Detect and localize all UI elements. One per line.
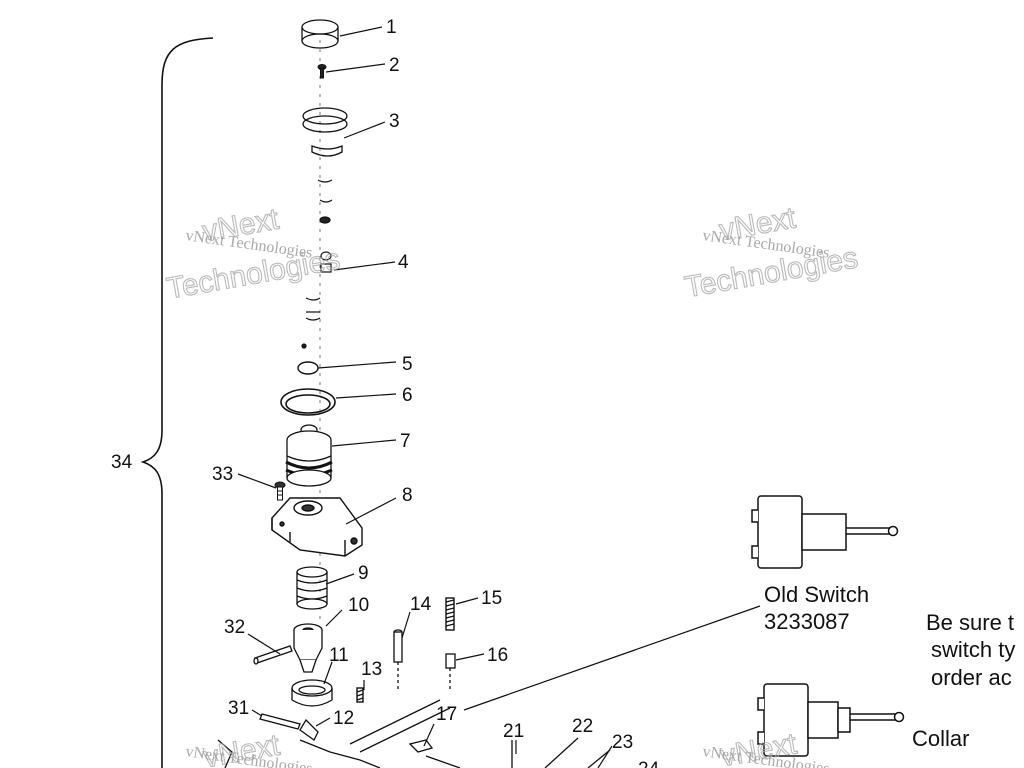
new-switch-illustration	[757, 683, 905, 757]
callout-16: 16	[487, 645, 508, 666]
part-16-sleeve	[445, 653, 456, 690]
callout-2: 2	[389, 55, 400, 76]
part-6-oring	[280, 388, 336, 416]
part-32-pin	[253, 645, 293, 665]
callout-3: 3	[389, 111, 400, 132]
note-line-2: switch ty	[931, 637, 1015, 662]
part-1-cap	[301, 19, 339, 49]
old-switch-title: Old Switch	[764, 582, 869, 607]
callout-24: 24	[638, 759, 660, 768]
callout-14: 14	[410, 594, 432, 615]
callout-34: 34	[111, 452, 133, 473]
callout-31: 31	[228, 698, 249, 719]
callout-17: 17	[436, 704, 457, 725]
callout-5: 5	[402, 354, 413, 375]
leader-lines	[237, 26, 761, 768]
part-12-link	[299, 718, 319, 741]
part-13-spring	[356, 687, 364, 703]
callout-15: 15	[481, 588, 502, 609]
part-3-ring	[302, 107, 348, 157]
callout-12: 12	[333, 708, 354, 729]
callout-9: 9	[358, 563, 369, 584]
callout-4: 4	[398, 252, 409, 273]
part-33-screw	[274, 481, 286, 501]
callout-7: 7	[400, 431, 411, 452]
callout-21: 21	[503, 721, 524, 742]
collar-label: Collar	[912, 726, 969, 751]
callout-6: 6	[402, 385, 413, 406]
callout-22: 22	[572, 716, 593, 737]
old-switch-illustration	[751, 495, 899, 569]
note-line-1: Be sure t	[926, 610, 1014, 635]
part-9-spring	[296, 566, 328, 610]
lower-assembly-partial	[217, 699, 611, 768]
part-5-washer	[297, 361, 319, 375]
part-7-piston	[285, 424, 333, 487]
part-4-shaft-parts	[301, 179, 333, 349]
part-10-valve	[293, 623, 323, 673]
part-2-screw	[317, 64, 327, 79]
part-14-pin	[393, 629, 403, 690]
old-switch-part-number: 3233087	[764, 609, 850, 634]
part-31-rod	[259, 713, 301, 730]
assembly-brace	[140, 37, 214, 768]
callout-11: 11	[329, 645, 349, 666]
callout-32: 32	[224, 617, 245, 638]
part-8-housing	[271, 497, 363, 557]
callout-13: 13	[361, 659, 382, 680]
callout-33: 33	[212, 464, 233, 485]
callout-23: 23	[612, 732, 633, 753]
callout-8: 8	[402, 485, 413, 506]
part-15-spring	[445, 597, 455, 631]
callout-10: 10	[348, 595, 369, 616]
part-11-clip	[291, 679, 333, 707]
note-line-3: order ac	[931, 665, 1012, 690]
callout-1: 1	[386, 17, 397, 38]
